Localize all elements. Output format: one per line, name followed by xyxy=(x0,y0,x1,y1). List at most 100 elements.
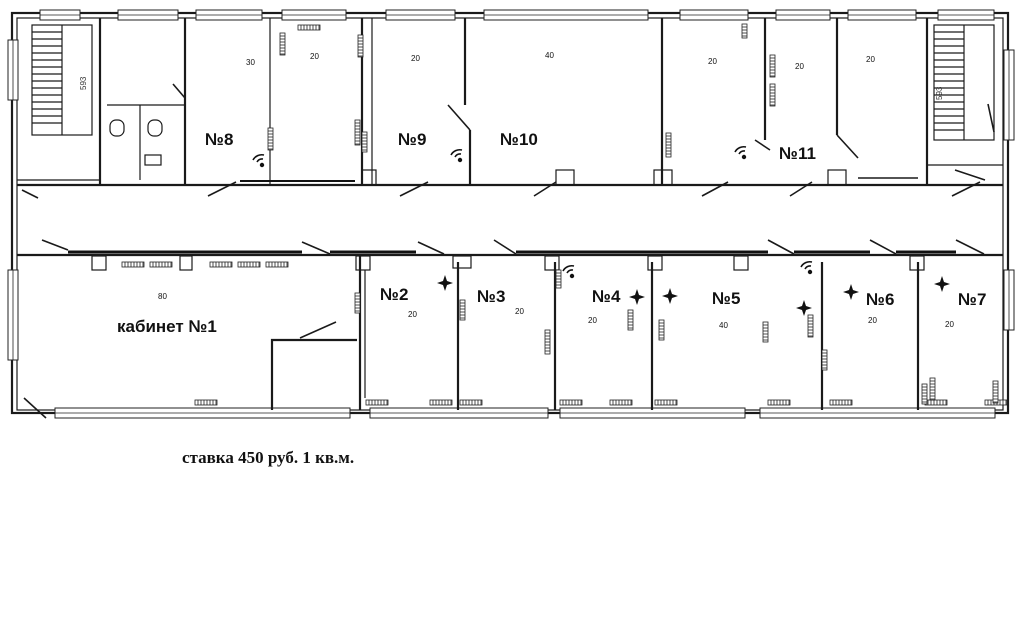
radiator-icon xyxy=(924,399,948,406)
room-label-11: №11 xyxy=(779,144,816,163)
area-11c: 20 xyxy=(866,55,875,64)
room-label-1: кабинет №1 xyxy=(117,317,217,336)
top-partitions xyxy=(17,18,1003,186)
room-labels: №8 №9 №10 №11 кабинет №1 №2 №3 №4 №5 №6 … xyxy=(117,130,986,336)
room-label-6: №6 xyxy=(866,290,894,309)
wifi-icon xyxy=(734,145,747,160)
door-icon xyxy=(399,181,429,197)
door-icon xyxy=(172,83,186,99)
sink-icon xyxy=(144,154,162,166)
wifi-icon xyxy=(562,264,575,279)
radiator-icon xyxy=(929,377,936,401)
radiator-icon xyxy=(658,319,665,341)
window-icon xyxy=(195,9,263,21)
pillar xyxy=(909,255,925,271)
radiator-icon xyxy=(459,399,483,406)
radiator-icon xyxy=(429,399,453,406)
door-icon xyxy=(987,103,995,133)
window-icon xyxy=(1003,49,1015,141)
radiator-icon xyxy=(209,261,233,268)
room-label-9: №9 xyxy=(398,130,426,149)
pillar xyxy=(544,255,560,271)
door-icon xyxy=(954,169,986,181)
radiators xyxy=(121,23,1008,406)
radiator-icon xyxy=(654,399,678,406)
socket-markers xyxy=(437,275,950,316)
pillar xyxy=(355,255,371,271)
door-icon xyxy=(869,239,897,255)
area-4: 20 xyxy=(588,316,597,325)
window-icon xyxy=(117,9,179,21)
wifi-markers xyxy=(252,145,813,279)
window-icon xyxy=(281,9,347,21)
corridor-partitions xyxy=(68,180,956,254)
door-icon xyxy=(301,241,331,255)
door-icon xyxy=(767,239,795,255)
area-7: 20 xyxy=(945,320,954,329)
radiator-icon xyxy=(354,292,361,314)
bottom-windows xyxy=(7,39,1015,419)
window-icon xyxy=(1003,269,1015,331)
area-8b: 20 xyxy=(310,52,319,61)
window-icon xyxy=(759,407,996,419)
window-icon xyxy=(483,9,649,21)
toilet-icon xyxy=(109,119,125,137)
socket-star-icon xyxy=(437,275,453,291)
socket-star-icon xyxy=(934,276,950,292)
radiator-icon xyxy=(267,127,274,151)
stair-label-right: 593 xyxy=(935,86,944,100)
radiator-icon xyxy=(762,321,769,343)
room-label-4: №4 xyxy=(592,287,621,306)
radiator-icon xyxy=(544,329,551,355)
area-6: 20 xyxy=(868,316,877,325)
socket-star-icon xyxy=(796,300,812,316)
door-icon xyxy=(41,239,69,251)
window-icon xyxy=(7,39,19,101)
radiator-icon xyxy=(992,380,999,404)
staircase-left xyxy=(31,24,93,136)
pillar xyxy=(827,169,847,186)
pillar xyxy=(555,169,575,186)
radiator-icon xyxy=(354,119,361,146)
radiator-icon xyxy=(769,83,776,107)
radiator-icon xyxy=(279,32,286,56)
door-icon xyxy=(701,181,729,197)
radiator-icon xyxy=(555,269,562,289)
pillar xyxy=(733,255,749,271)
pillar xyxy=(452,255,472,269)
window-icon xyxy=(937,9,995,21)
window-icon xyxy=(385,9,456,21)
socket-star-icon xyxy=(629,289,645,305)
radiator-icon xyxy=(821,349,828,371)
pillar xyxy=(91,255,107,271)
window-icon xyxy=(775,9,831,21)
radiator-icon xyxy=(807,314,814,338)
door-icon xyxy=(533,181,557,197)
top-windows xyxy=(39,9,995,21)
door-icon xyxy=(23,397,47,419)
room-label-10: №10 xyxy=(500,130,538,149)
wifi-icon xyxy=(450,148,463,163)
radiator-icon xyxy=(627,309,634,331)
room-label-3: №3 xyxy=(477,287,505,306)
bottom-partitions xyxy=(91,255,925,410)
radiator-icon xyxy=(741,23,748,39)
radiator-icon xyxy=(769,54,776,78)
area-labels: 30 20 20 40 20 20 20 80 20 20 20 40 20 2… xyxy=(158,51,954,330)
door-icon xyxy=(21,189,39,199)
room-label-5: №5 xyxy=(712,289,740,308)
door-icon xyxy=(836,134,859,159)
room-label-8: №8 xyxy=(205,130,233,149)
area-3: 20 xyxy=(515,307,524,316)
room-label-2: №2 xyxy=(380,285,408,304)
radiator-icon xyxy=(149,261,173,268)
radiator-icon xyxy=(265,261,289,268)
radiator-icon xyxy=(365,399,389,406)
toilet-icon xyxy=(147,119,163,137)
door-icon xyxy=(207,181,237,197)
area-9: 20 xyxy=(411,54,420,63)
pillar xyxy=(179,255,193,271)
radiator-icon xyxy=(559,399,583,406)
door-icon xyxy=(789,181,813,197)
